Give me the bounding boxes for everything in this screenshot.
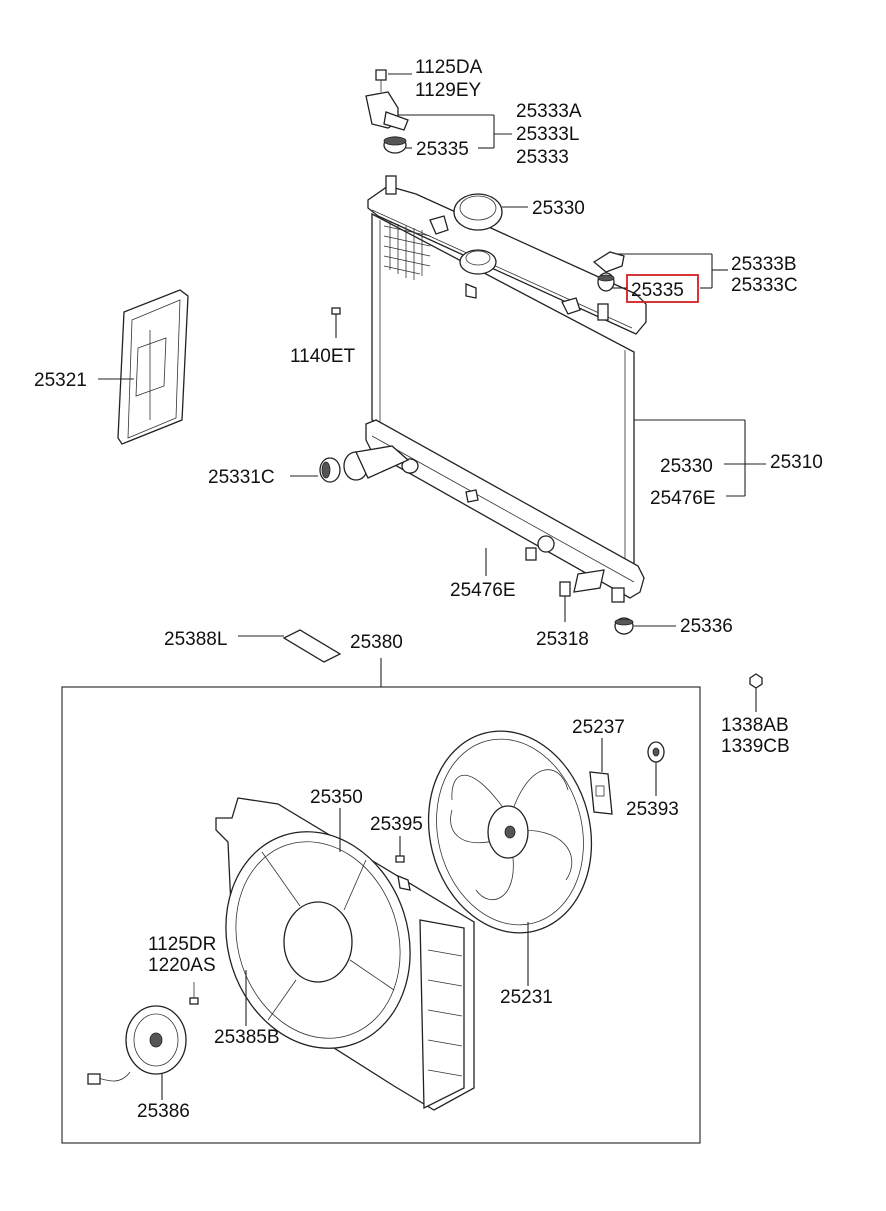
label-25333L[interactable]: 25333L	[516, 124, 579, 145]
screw-25395	[395, 836, 405, 863]
label-25333[interactable]: 25333	[516, 147, 569, 168]
leaders-top	[388, 73, 512, 149]
air-guard-25321	[98, 289, 189, 445]
label-plate	[238, 629, 342, 663]
part-labels: 1125DA 1129EY 25333A 25333L 25333 25335 …	[34, 57, 823, 1122]
label-25321[interactable]: 25321	[34, 370, 87, 391]
label-25237[interactable]: 25237	[572, 717, 625, 738]
washer-25393	[647, 741, 665, 796]
label-1140ET[interactable]: 1140ET	[290, 346, 356, 367]
bracket-upper-right	[592, 251, 625, 292]
label-25333C[interactable]: 25333C	[731, 275, 798, 296]
label-25476E-right[interactable]: 25476E	[650, 488, 716, 509]
leaders-radiator	[502, 206, 766, 497]
label-25335-selected[interactable]: 25335	[631, 280, 684, 301]
label-1220AS[interactable]: 1220AS	[148, 955, 216, 976]
label-25393[interactable]: 25393	[626, 799, 679, 820]
label-25333A[interactable]: 25333A	[516, 101, 582, 122]
fan-assembly-box	[61, 658, 701, 1144]
label-1125DA[interactable]: 1125DA	[415, 57, 483, 78]
fan-shroud	[215, 797, 475, 1111]
bracket-assembly-top	[365, 69, 409, 154]
label-25333B[interactable]: 25333B	[731, 254, 797, 275]
oil-cooler-hose	[396, 514, 537, 576]
drain-plug	[559, 581, 676, 635]
label-25476E-hose[interactable]: 25476E	[450, 580, 516, 601]
label-1129EY[interactable]: 1129EY	[415, 80, 482, 101]
label-25388L[interactable]: 25388L	[164, 629, 227, 650]
label-25310[interactable]: 25310	[770, 452, 823, 473]
hose-clamp-25331C	[290, 445, 410, 483]
nut-1338AB	[749, 673, 763, 712]
fan-blade	[427, 730, 593, 986]
label-25336[interactable]: 25336	[680, 616, 733, 637]
label-25331C[interactable]: 25331C	[208, 467, 275, 488]
part-25237	[589, 738, 613, 815]
fan-motor	[87, 1005, 187, 1100]
label-1125DR[interactable]: 1125DR	[148, 934, 216, 955]
label-25350[interactable]: 25350	[310, 787, 363, 808]
label-25330-core[interactable]: 25330	[660, 456, 713, 477]
label-25386[interactable]: 25386	[137, 1101, 190, 1122]
label-1338AB[interactable]: 1338AB	[721, 715, 789, 736]
radiator-body	[365, 175, 647, 603]
label-25318[interactable]: 25318	[536, 629, 589, 650]
label-25385B[interactable]: 25385B	[214, 1027, 280, 1048]
label-25330-cap[interactable]: 25330	[532, 198, 585, 219]
label-25395[interactable]: 25395	[370, 814, 423, 835]
screw-1125DR	[189, 982, 199, 1005]
label-25335-top[interactable]: 25335	[416, 139, 469, 160]
selected-part-highlight	[626, 274, 699, 303]
label-25231[interactable]: 25231	[500, 987, 553, 1008]
label-25380[interactable]: 25380	[350, 632, 403, 653]
radiator-cap	[453, 193, 503, 231]
label-1339CB[interactable]: 1339CB	[721, 736, 790, 757]
screw-1140ET	[331, 307, 341, 338]
